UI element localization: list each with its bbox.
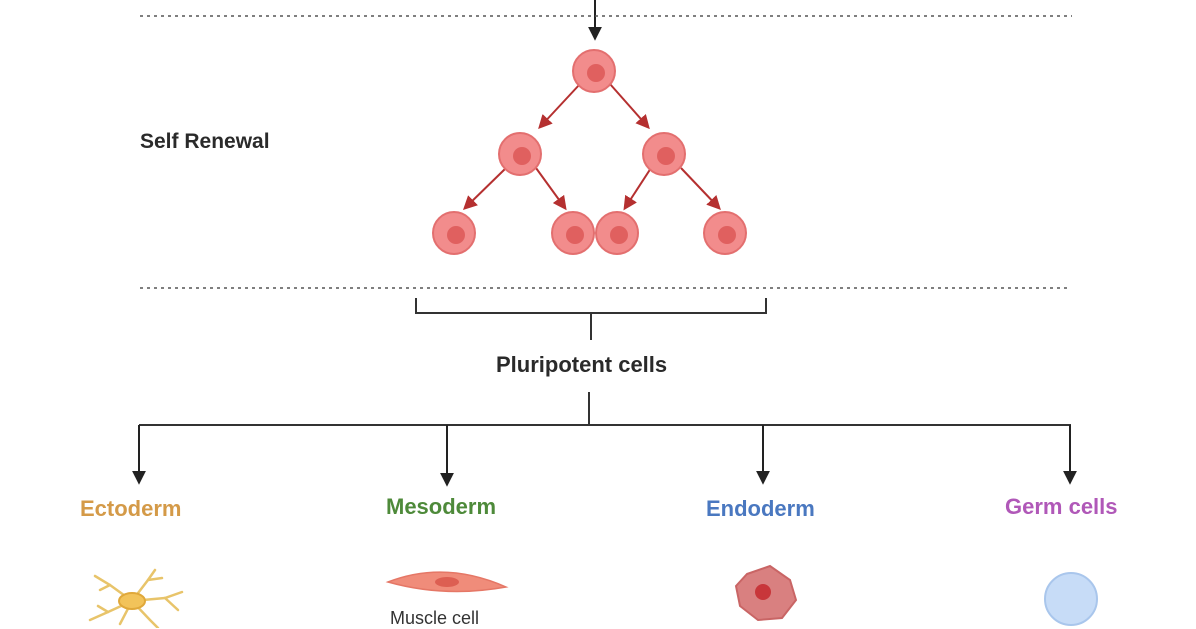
division-arrow: [680, 167, 721, 211]
stem-cell-gen3-2: [551, 211, 595, 255]
division-arrow: [538, 83, 581, 130]
muscle-cell-icon: [385, 571, 509, 593]
stem-cell-gen3-1: [432, 211, 476, 255]
division-arrow: [462, 167, 507, 210]
division-arrows: [462, 83, 721, 211]
ectoderm-label: Ectoderm: [80, 496, 182, 521]
endoderm-cell-icon: [734, 564, 798, 622]
division-arrow: [535, 167, 567, 211]
stem-cell-gen3-3: [595, 211, 639, 255]
stem-cell-gen3-4: [703, 211, 747, 255]
endoderm-label: Endoderm: [706, 496, 815, 521]
stem-cell-gen2-right: [642, 132, 686, 176]
self-renewal-label: Self Renewal: [140, 130, 270, 153]
muscle-cell-label: Muscle cell: [390, 608, 480, 628]
pluripotent-cells-label: Pluripotent cells: [496, 352, 668, 377]
division-arrow: [609, 83, 650, 130]
germ-cell-icon: [1044, 572, 1098, 626]
neuron-icon: [88, 568, 184, 628]
division-arrow: [623, 167, 652, 211]
stem-cell-root: [572, 49, 616, 93]
pluripotent-bracket: [415, 298, 767, 314]
germ-cells-label: Germ cells: [1005, 494, 1118, 519]
mesoderm-label: Mesoderm: [386, 494, 497, 519]
stem-cell-gen2-left: [498, 132, 542, 176]
